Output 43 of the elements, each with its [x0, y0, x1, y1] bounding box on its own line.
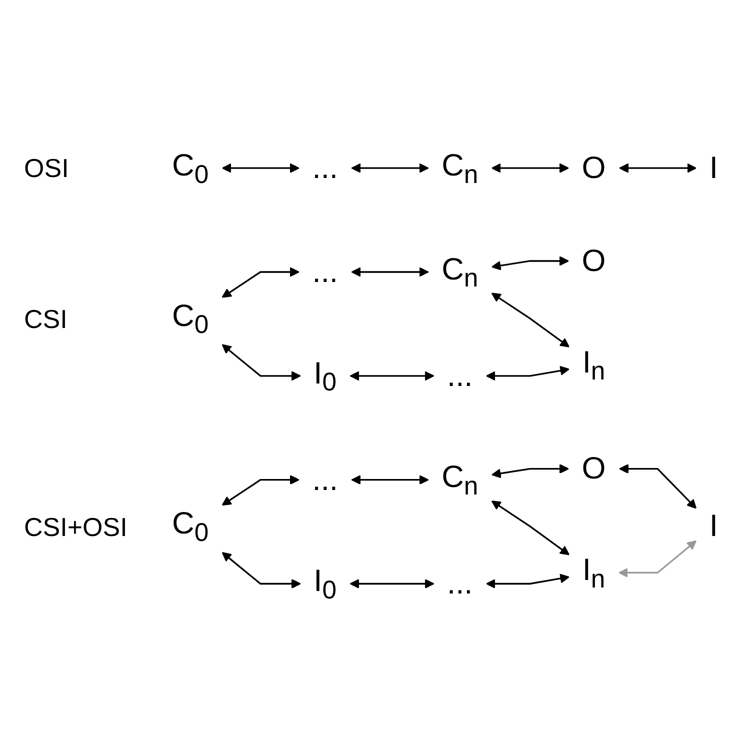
arrow: [486, 365, 570, 380]
arrow: [619, 162, 697, 172]
arrow: [619, 464, 697, 508]
arrow: [491, 256, 569, 270]
node-text: I$_{0}$: [314, 355, 337, 396]
node-text: O: [582, 242, 606, 278]
node-text: I: [709, 150, 718, 184]
arrow: [351, 266, 429, 276]
node-text: C$_{n}$: [442, 251, 478, 292]
scheme-label: OSI: [24, 152, 69, 183]
arrow: [222, 266, 300, 298]
node-text: I: [709, 508, 718, 542]
node-text: I$_{0}$: [314, 563, 337, 604]
arrow: [491, 500, 570, 555]
node-text: ...: [447, 358, 473, 392]
arrow: [350, 578, 434, 588]
node-text: I$_{n}$: [582, 552, 606, 592]
arrow: [351, 162, 429, 172]
node-text: I$_{n}$: [582, 344, 606, 385]
arrow: [351, 474, 429, 484]
node-text: C$_{n}$: [442, 459, 478, 500]
arrow: [222, 344, 301, 380]
arrow: [222, 552, 301, 588]
arrow: [350, 370, 434, 380]
arrow: [491, 162, 569, 172]
node-text: C$_{0}$: [172, 148, 209, 188]
node-text: ...: [447, 566, 473, 600]
arrow: [222, 474, 300, 506]
arrow: [222, 162, 300, 172]
node-text: ...: [312, 462, 338, 496]
node-text: ...: [312, 150, 338, 184]
node-text: C$_{0}$: [172, 506, 209, 546]
arrow: [618, 540, 697, 578]
node-text: C$_{n}$: [442, 148, 478, 188]
node-text: O: [582, 450, 606, 485]
arrow: [486, 573, 570, 588]
node-text: C$_{0}$: [172, 298, 209, 338]
arrow: [491, 292, 570, 347]
arrow: [491, 464, 569, 478]
node-text: O: [582, 150, 606, 184]
node-text: ...: [312, 254, 338, 288]
scheme-label: CSI: [24, 304, 68, 334]
scheme-label: CSI+OSI: [24, 512, 128, 542]
